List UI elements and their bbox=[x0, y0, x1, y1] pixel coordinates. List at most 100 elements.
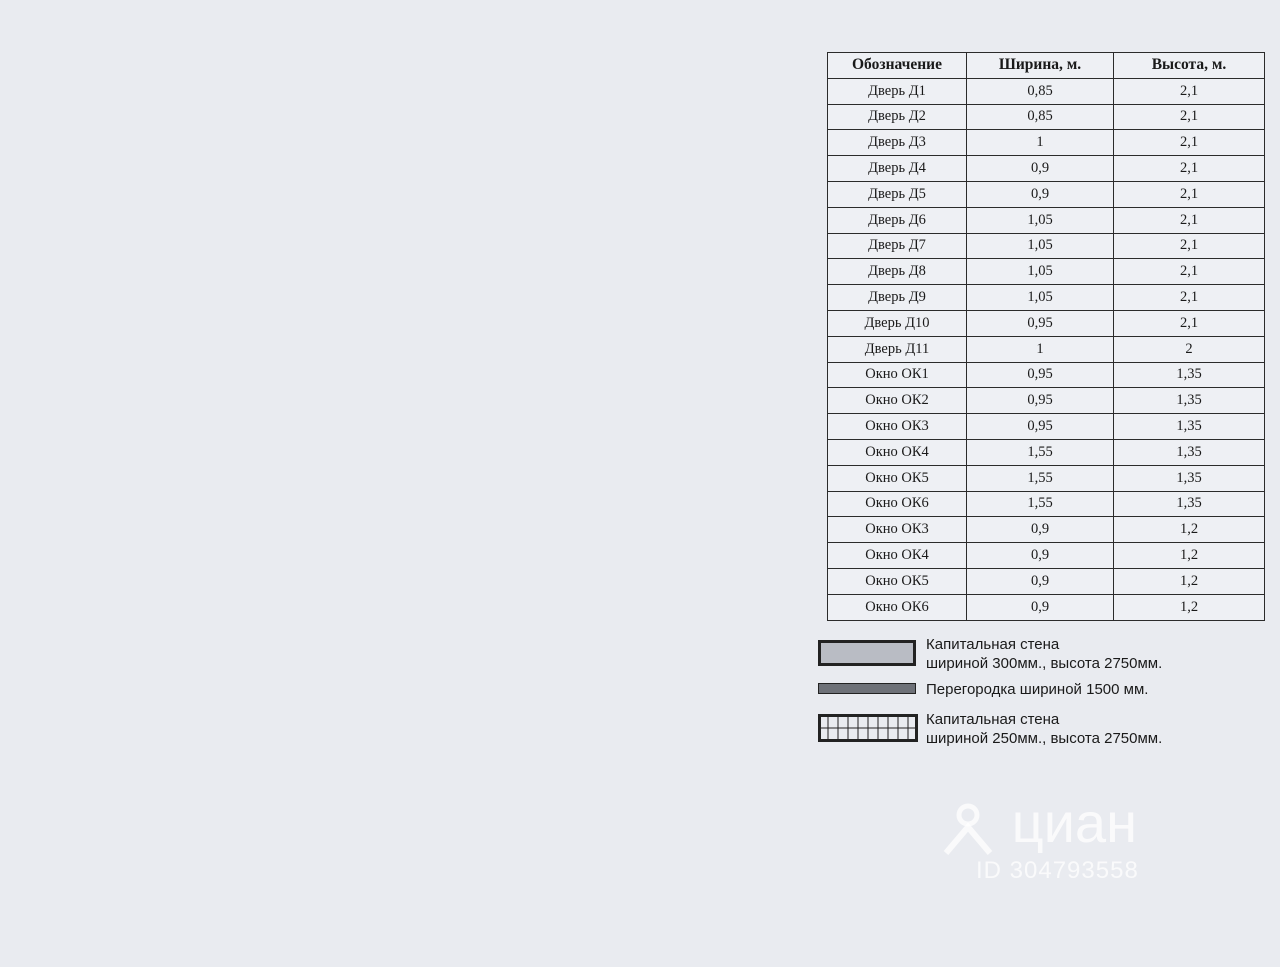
cell-height: 1,35 bbox=[1113, 438, 1265, 466]
cell-designation: Дверь Д5 bbox=[827, 180, 967, 208]
cell-designation: Окно ОК3 bbox=[827, 516, 967, 544]
cell-designation: Окно ОК4 bbox=[827, 438, 967, 466]
cell-width: 0,9 bbox=[966, 542, 1114, 569]
spec-table: Обозначение Ширина, м. Высота, м. Дверь … bbox=[827, 52, 1265, 621]
cell-width: 1,55 bbox=[966, 490, 1114, 518]
cell-designation: Окно ОК3 bbox=[827, 413, 967, 440]
cell-width: 1,05 bbox=[966, 206, 1114, 234]
cell-height: 1,35 bbox=[1113, 387, 1265, 415]
cell-designation: Окно ОК2 bbox=[827, 387, 967, 415]
cell-width: 0,95 bbox=[966, 309, 1114, 337]
cell-height: 1,2 bbox=[1113, 593, 1265, 621]
legend-capital-300-line1: Капитальная стена bbox=[926, 636, 1060, 653]
cell-designation: Дверь Д8 bbox=[827, 258, 967, 286]
spec-table-header: Обозначение Ширина, м. Высота, м. bbox=[827, 52, 1265, 79]
cell-designation: Дверь Д9 bbox=[827, 284, 967, 311]
cell-height: 2,1 bbox=[1113, 258, 1265, 286]
header-height: Высота, м. bbox=[1113, 52, 1265, 79]
header-width: Ширина, м. bbox=[966, 52, 1114, 79]
legend-capital-300: Капитальная стена шириной 300мм., высота… bbox=[818, 636, 1258, 684]
legend-capital-250-swatch bbox=[818, 714, 918, 742]
cell-height: 2,1 bbox=[1113, 155, 1265, 182]
cell-width: 1 bbox=[966, 335, 1114, 363]
cell-width: 0,95 bbox=[966, 413, 1114, 440]
cell-height: 1,35 bbox=[1113, 464, 1265, 492]
cell-height: 2,1 bbox=[1113, 77, 1265, 105]
cell-designation: Дверь Д6 bbox=[827, 206, 967, 234]
legend-partition-text: Перегородка шириной 1500 мм. bbox=[926, 681, 1149, 698]
cell-height: 1,35 bbox=[1113, 413, 1265, 440]
cell-width: 1,05 bbox=[966, 232, 1114, 260]
cell-height: 1,2 bbox=[1113, 567, 1265, 595]
legend-capital-250-line1: Капитальная стена bbox=[926, 711, 1060, 728]
cell-width: 1 bbox=[966, 129, 1114, 157]
cell-height: 2,1 bbox=[1113, 232, 1265, 260]
cell-width: 0,9 bbox=[966, 516, 1114, 544]
legend-partition-swatch bbox=[818, 683, 916, 694]
legend-capital-300-swatch bbox=[818, 640, 916, 666]
cell-designation: Дверь Д3 bbox=[827, 129, 967, 157]
cell-designation: Дверь Д1 bbox=[827, 77, 967, 105]
cell-designation: Окно ОК1 bbox=[827, 361, 967, 389]
watermark-logo: циан bbox=[940, 790, 1137, 856]
cell-height: 1,2 bbox=[1113, 542, 1265, 569]
cell-designation: Окно ОК5 bbox=[827, 567, 967, 595]
cell-width: 0,85 bbox=[966, 103, 1114, 131]
cell-designation: Окно ОК4 bbox=[827, 542, 967, 569]
cell-width: 0,9 bbox=[966, 567, 1114, 595]
header-designation: Обозначение bbox=[827, 52, 967, 79]
cell-height: 2,1 bbox=[1113, 206, 1265, 234]
cell-width: 0,9 bbox=[966, 180, 1114, 208]
cell-width: 0,9 bbox=[966, 155, 1114, 182]
legend-capital-250-line2: шириной 250мм., высота 2750мм. bbox=[926, 730, 1163, 747]
cell-designation: Дверь Д10 bbox=[827, 309, 967, 337]
cell-width: 1,05 bbox=[966, 284, 1114, 311]
cell-height: 2,1 bbox=[1113, 284, 1265, 311]
cell-designation: Окно ОК6 bbox=[827, 490, 967, 518]
legend-capital-300-line2: шириной 300мм., высота 2750мм. bbox=[926, 655, 1163, 672]
cell-designation: Дверь Д11 bbox=[827, 335, 967, 363]
cell-height: 2,1 bbox=[1113, 129, 1265, 157]
legend-capital-250: Капитальная стена шириной 250мм., высота… bbox=[818, 711, 1258, 758]
legend-partition: Перегородка шириной 1500 мм. bbox=[818, 680, 1258, 700]
location-pin-icon bbox=[943, 803, 993, 856]
cell-height: 1,35 bbox=[1113, 490, 1265, 518]
cell-height: 1,2 bbox=[1113, 516, 1265, 544]
cell-width: 0,95 bbox=[966, 387, 1114, 415]
cell-width: 1,55 bbox=[966, 438, 1114, 466]
cell-width: 0,9 bbox=[966, 593, 1114, 621]
watermark-id: ID 304793558 bbox=[976, 857, 1139, 884]
cell-width: 0,95 bbox=[966, 361, 1114, 389]
cell-width: 1,05 bbox=[966, 258, 1114, 286]
cell-designation: Окно ОК5 bbox=[827, 464, 967, 492]
cell-designation: Дверь Д4 bbox=[827, 155, 967, 182]
cell-width: 1,55 bbox=[966, 464, 1114, 492]
cell-height: 1,35 bbox=[1113, 361, 1265, 389]
cell-height: 2 bbox=[1113, 335, 1265, 363]
cell-designation: Дверь Д7 bbox=[827, 232, 967, 260]
cell-height: 2,1 bbox=[1113, 309, 1265, 337]
cell-height: 2,1 bbox=[1113, 103, 1265, 131]
cell-designation: Дверь Д2 bbox=[827, 103, 967, 131]
watermark-brand: циан bbox=[1011, 791, 1137, 854]
